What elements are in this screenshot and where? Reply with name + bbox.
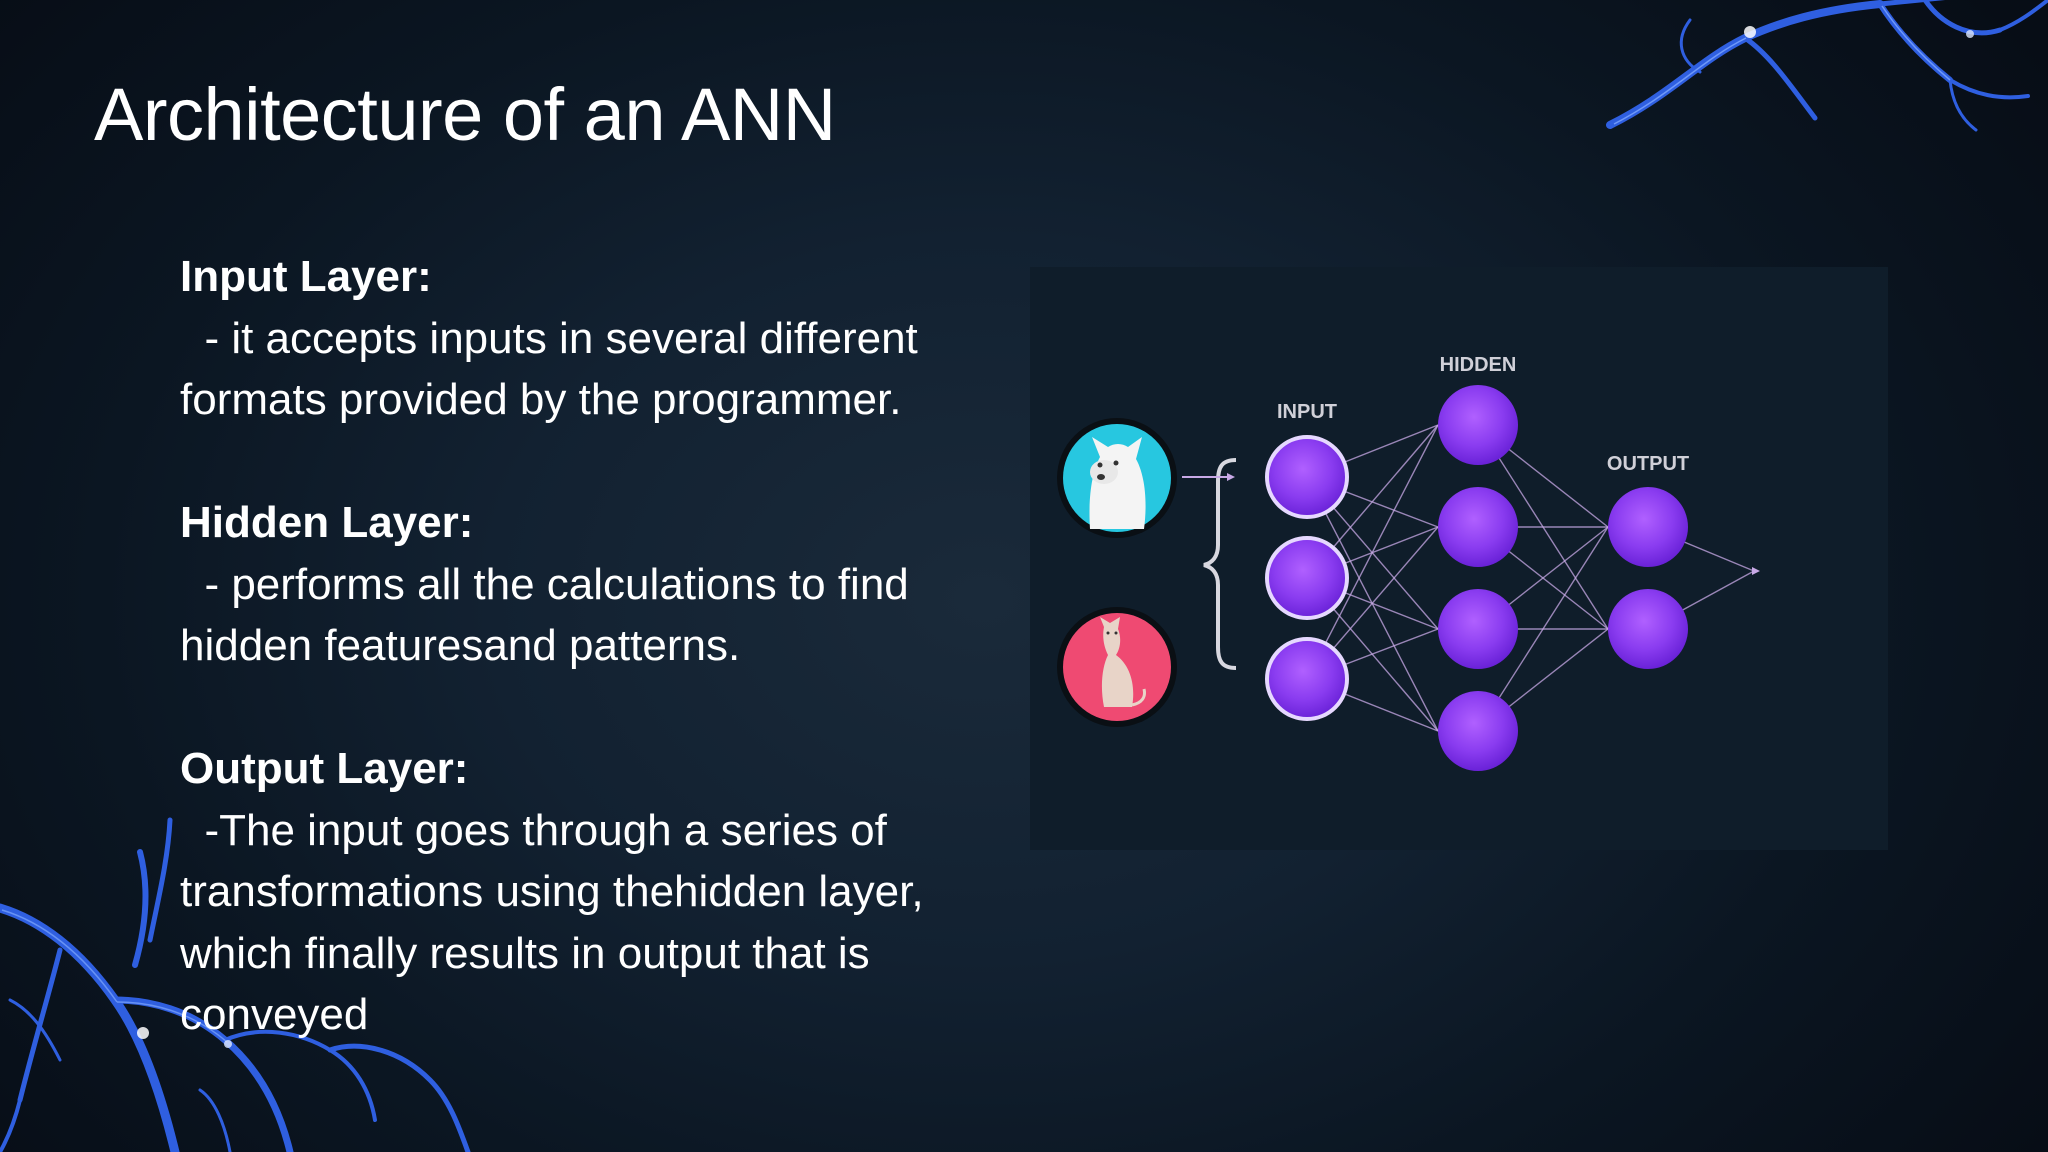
input-pointer-arrow xyxy=(1182,473,1235,481)
output-layer-description: -The input goes through a series of tran… xyxy=(180,805,936,1040)
hidden-layer-description: - performs all the calculations to find … xyxy=(180,559,922,671)
network-nodes xyxy=(1265,385,1688,771)
neural-network-diagram: INPUT HIDDEN OUTPUT xyxy=(1030,267,1888,850)
input-layer-description: - it accepts inputs in several different… xyxy=(180,313,931,425)
output-node-2 xyxy=(1608,589,1688,669)
neuron-branch-decoration-top-right xyxy=(1606,0,2048,132)
output-node-1 xyxy=(1608,487,1688,567)
hidden-node-2 xyxy=(1438,487,1518,567)
edge-hidden-4-to-output-1 xyxy=(1477,526,1609,732)
cat-input-example xyxy=(1057,607,1177,727)
input-node-3 xyxy=(1265,637,1349,721)
hidden-node-4 xyxy=(1438,691,1518,771)
neuron-branch-decoration-bottom-left xyxy=(0,817,471,1152)
dog-input-example xyxy=(1057,418,1177,538)
input-layer-section: Input Layer: - it accepts inputs in seve… xyxy=(180,246,1040,431)
input-node-1 xyxy=(1265,435,1349,519)
hidden-layer-label: HIDDEN xyxy=(1440,354,1517,376)
cat-icon xyxy=(1100,617,1146,707)
input-bracket xyxy=(1203,458,1237,670)
hidden-node-1 xyxy=(1438,385,1518,465)
slide-title: Architecture of an ANN xyxy=(94,73,836,156)
input-node-2 xyxy=(1265,536,1349,620)
output-layer-heading: Output Layer: xyxy=(180,744,469,793)
dog-icon xyxy=(1089,437,1146,529)
hidden-layer-heading: Hidden Layer: xyxy=(180,498,474,547)
hidden-layer-section: Hidden Layer: - performs all the calcula… xyxy=(180,492,1040,677)
hidden-node-3 xyxy=(1438,589,1518,669)
output-layer-section: Output Layer: -The input goes through a … xyxy=(180,738,1040,1046)
layer-descriptions: Input Layer: - it accepts inputs in seve… xyxy=(180,246,1040,1046)
input-layer-label: INPUT xyxy=(1277,401,1337,423)
edge-input-3-to-hidden-1 xyxy=(1306,424,1439,680)
output-arrowhead xyxy=(1752,567,1760,575)
input-layer-heading: Input Layer: xyxy=(180,252,432,301)
output-layer-label: OUTPUT xyxy=(1607,453,1689,475)
